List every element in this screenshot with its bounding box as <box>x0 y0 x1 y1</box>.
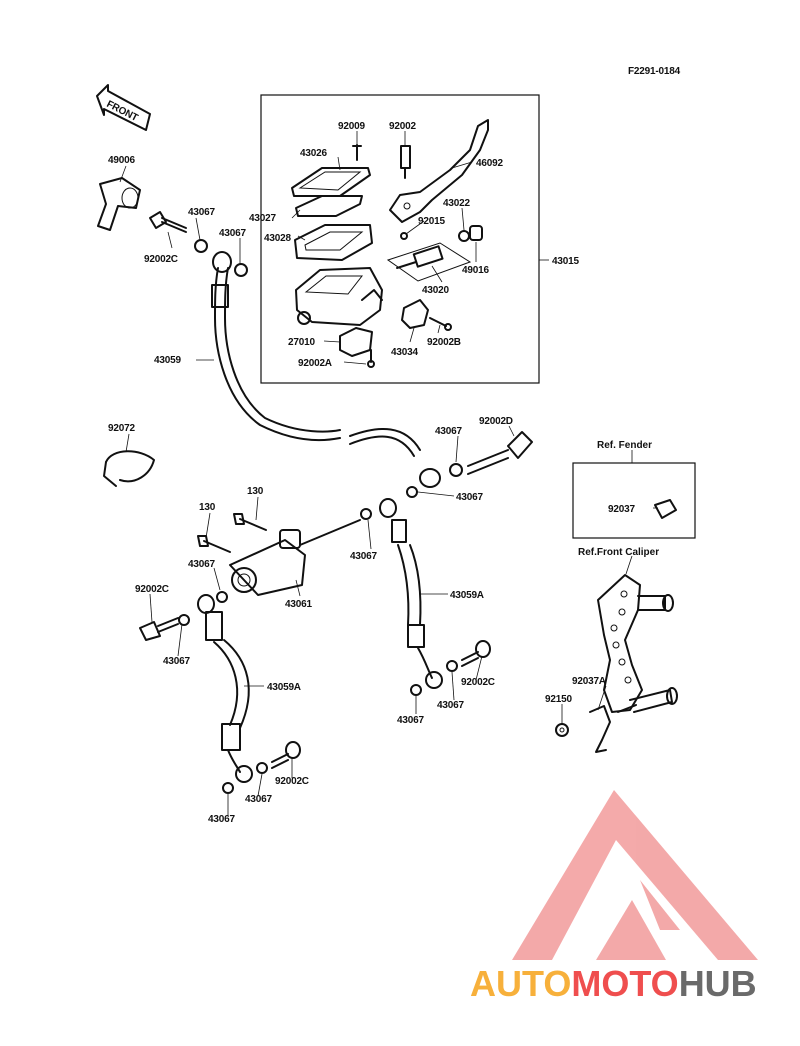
label-43067-e: 43067 <box>350 551 377 562</box>
banjo-bolt-left <box>139 614 190 641</box>
front-arrow-icon: FRONT <box>96 84 151 131</box>
caliper-bracket <box>597 574 678 713</box>
label-92002C-b: 92002C <box>135 584 169 595</box>
master-cylinder-box <box>260 94 540 384</box>
label-43067-k: 43067 <box>208 814 235 825</box>
screw-92009 <box>352 144 362 161</box>
label-92009: 92009 <box>338 121 365 132</box>
label-43059A-a: 43059A <box>450 590 484 601</box>
label-43067-h: 43067 <box>437 700 464 711</box>
label-43067-i: 43067 <box>397 715 424 726</box>
washer-43067-f <box>360 508 372 520</box>
master-cylinder-body <box>295 267 383 326</box>
diaphragm-plate <box>294 224 373 261</box>
label-92072: 92072 <box>108 423 135 434</box>
figure-code: F2291-0184 <box>628 66 681 77</box>
label-49006: 49006 <box>108 155 135 166</box>
banjo-bolt-92002D <box>449 431 533 477</box>
label-43028: 43028 <box>264 233 291 244</box>
piston-assembly <box>386 242 472 282</box>
label-92002: 92002 <box>389 121 416 132</box>
ref-fender-label: Ref. Fender <box>597 440 652 451</box>
label-43026: 43026 <box>300 148 327 159</box>
label-43059: 43059 <box>154 355 181 366</box>
brake-hose-43059 <box>211 251 441 488</box>
diaphragm <box>295 195 363 217</box>
label-92002C-d: 92002C <box>275 776 309 787</box>
label-43022: 43022 <box>443 198 470 209</box>
washer-43022 <box>458 230 470 242</box>
reservoir-cap <box>291 167 371 197</box>
watermark-text: AUTOMOTOHUB <box>470 963 757 1004</box>
label-92150: 92150 <box>545 694 572 705</box>
pin-92015 <box>400 232 408 240</box>
label-92002B: 92002B <box>427 337 461 348</box>
svg-text:AUTOMOTOHUB: AUTOMOTOHUB <box>470 963 757 1004</box>
bolt-130-a <box>233 513 267 531</box>
automotohub-logo-icon <box>512 790 758 960</box>
label-49016: 49016 <box>462 265 489 276</box>
label-92002A: 92002A <box>298 358 332 369</box>
label-43067-b: 43067 <box>219 228 246 239</box>
bolt-92002 <box>400 145 411 179</box>
watermark-auto: AUTO <box>470 963 571 1004</box>
label-27010: 27010 <box>288 337 315 348</box>
label-43061: 43061 <box>285 599 312 610</box>
label-43067-g: 43067 <box>163 656 190 667</box>
label-130-a: 130 <box>247 486 264 497</box>
watermark-hub: HUB <box>679 963 757 1004</box>
label-43067-f: 43067 <box>188 559 215 570</box>
label-43059A-b: 43059A <box>267 682 301 693</box>
ref-fender-box <box>572 462 696 539</box>
label-92002D: 92002D <box>479 416 513 427</box>
boot-49016 <box>469 225 483 241</box>
brake-lever <box>389 119 489 223</box>
cover-49006 <box>97 177 141 231</box>
clamp-43034 <box>401 299 429 329</box>
clip-92037A <box>589 705 611 753</box>
label-43015: 43015 <box>552 256 579 267</box>
bolt-92150 <box>555 723 569 737</box>
hose-clamp-92072 <box>103 450 155 487</box>
label-92037: 92037 <box>608 504 635 515</box>
label-130-b: 130 <box>199 502 216 513</box>
label-92037A: 92037A <box>572 676 606 687</box>
watermark-moto: MOTO <box>571 963 678 1004</box>
label-43067-j: 43067 <box>245 794 272 805</box>
washer-43067-e <box>406 486 418 498</box>
clip-92037 <box>654 499 677 519</box>
bolt-130-b <box>197 535 231 553</box>
label-43067-d: 43067 <box>456 492 483 503</box>
label-43034: 43034 <box>391 347 418 358</box>
leader-lines <box>119 131 658 816</box>
joint-43061 <box>229 519 361 596</box>
label-43067-c: 43067 <box>435 426 462 437</box>
ref-caliper-label: Ref.Front Caliper <box>578 547 659 558</box>
label-43067-a: 43067 <box>188 207 215 218</box>
label-43027: 43027 <box>249 213 276 224</box>
screw-92002A <box>367 349 375 368</box>
brake-hose-43059A-right <box>391 519 491 696</box>
label-92002C-c: 92002C <box>461 677 495 688</box>
washer-43067-d <box>216 591 228 603</box>
label-92002C-a: 92002C <box>144 254 178 265</box>
label-46092: 46092 <box>476 158 503 169</box>
bolt-92002B <box>429 317 452 331</box>
label-43020: 43020 <box>422 285 449 296</box>
switch-27010 <box>339 327 373 357</box>
brake-hose-43059A-left <box>197 594 301 794</box>
banjo-bolt-top <box>149 211 248 277</box>
label-92015: 92015 <box>418 216 445 227</box>
